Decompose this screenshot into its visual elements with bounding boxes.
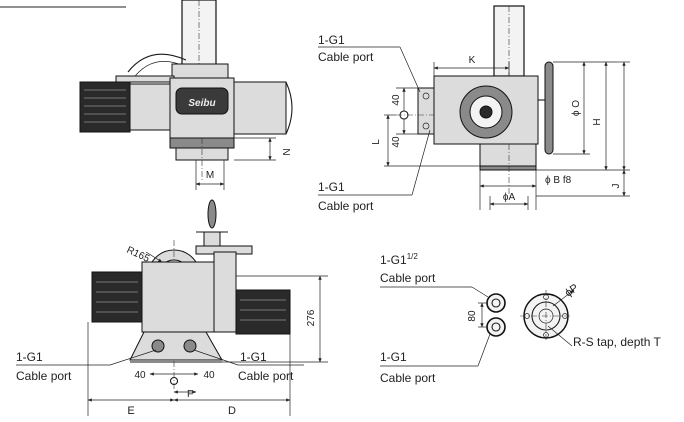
dim-r165-label: R165	[125, 245, 152, 265]
callout-cable-port-middle: 1-G1 Cable port	[318, 129, 431, 213]
dimension-n: N	[234, 137, 291, 161]
callout-g1-label: 1-G1	[318, 180, 345, 194]
callout-cable-port-bottom-left: 1-G1 Cable port	[16, 349, 157, 383]
callout-g1-half-label: 1-G11/2	[380, 252, 418, 267]
callout-cable-port-upper: 1-G1 Cable port	[318, 33, 421, 93]
dimension-f: F	[173, 389, 197, 400]
dim-80-label: 80	[467, 310, 478, 322]
dimension-k: K	[433, 55, 510, 76]
dim-l-label: L	[371, 139, 382, 145]
flange-detail: ϕP	[520, 282, 581, 342]
dimension-phi-b: ϕ B f8	[479, 170, 572, 210]
dim-m-label: M	[206, 170, 214, 181]
dimension-j: J	[536, 169, 630, 197]
callout-cable-port-label: Cable port	[380, 271, 436, 285]
dimension-40-bottom: 40 40	[134, 370, 215, 386]
callout-cable-port-bottom-center: 1-G1 Cable port	[193, 349, 304, 383]
actuator-side-view: Seibu	[79, 0, 293, 180]
dim-phi-o-label: ϕ O	[571, 100, 582, 116]
dim-phi-b-label: ϕ B f8	[545, 175, 572, 186]
callout-g1-label: 1-G1	[380, 350, 407, 364]
dimension-h: H	[536, 61, 630, 171]
brand-label: Seibu	[188, 98, 215, 109]
dimension-e-d: E D	[87, 322, 291, 417]
callout-cable-port-label: Cable port	[16, 369, 72, 383]
callout-g1-label: 1-G1	[240, 350, 267, 364]
dimension-276: 276	[222, 275, 328, 363]
dim-k-label: K	[469, 55, 476, 66]
cable-port-detail: 80	[467, 293, 506, 337]
callout-cable-port-lower: 1-G1 Cable port	[380, 333, 491, 385]
dim-h-label: H	[592, 118, 603, 125]
dim-40-left: 40	[134, 370, 146, 381]
dim-f-label: F	[187, 389, 193, 400]
dimension-phi-o: ϕ O	[553, 61, 590, 155]
dimension-phi-a: ϕA	[489, 192, 529, 210]
callout-cable-port-half: 1-G11/2 Cable port	[380, 252, 489, 298]
callout-cable-port-label: Cable port	[318, 199, 374, 213]
dim-phi-a-label: ϕA	[503, 192, 516, 203]
dimension-l: L	[371, 114, 480, 167]
dim-276-label: 276	[306, 309, 317, 326]
callout-cable-port-label: Cable port	[238, 369, 294, 383]
callout-cable-port-label: Cable port	[380, 371, 436, 385]
callout-cable-port-label: Cable port	[318, 50, 374, 64]
dim-40-upper: 40	[391, 94, 402, 106]
dim-40-right: 40	[203, 370, 215, 381]
dimension-40-pair: 40 40	[391, 87, 418, 148]
callout-g1-label: 1-G1	[16, 350, 43, 364]
callout-rs-tap-label: R-S tap, depth T	[573, 335, 661, 349]
callout-g1-label: 1-G1	[318, 33, 345, 47]
actuator-plan-view	[91, 199, 291, 390]
dim-n-label: N	[280, 148, 291, 155]
dim-e-label: E	[127, 405, 134, 417]
dim-d-label: D	[228, 405, 236, 417]
dim-40-lower: 40	[391, 136, 402, 148]
callout-rs-tap: R-S tap, depth T	[547, 325, 661, 349]
dim-j-label: J	[611, 184, 622, 189]
dimension-m: M	[195, 160, 225, 190]
